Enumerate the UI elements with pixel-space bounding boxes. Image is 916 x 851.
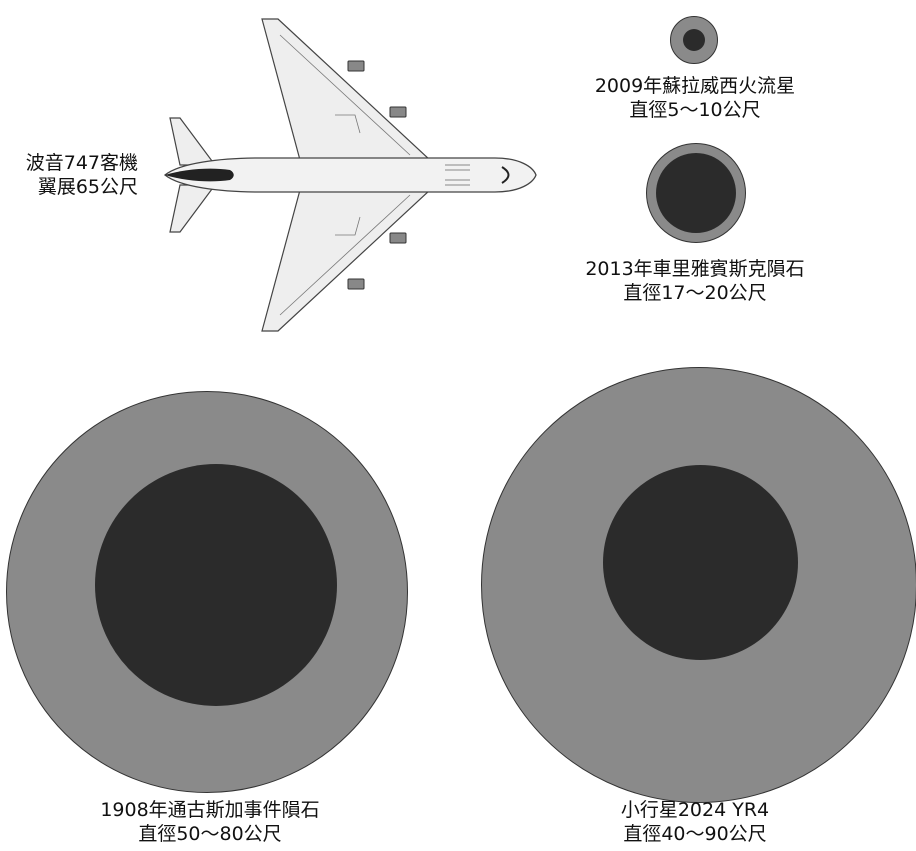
airplane-label-line1: 波音747客機: [25, 152, 138, 174]
sulawesi-meteor-label: 2009年蘇拉威西火流星 直徑5～10公尺: [555, 74, 835, 122]
sulawesi-meteor-size: 直徑5～10公尺: [629, 99, 761, 121]
airplane-label-line2: 翼展65公尺: [37, 176, 138, 198]
airplane-label: 波音747客機 翼展65公尺: [2, 151, 138, 199]
tunguska-meteor-name: 1908年通古斯加事件隕石: [100, 799, 320, 821]
sulawesi-meteor-core: [683, 29, 705, 51]
tunguska-meteor-circle: [6, 391, 408, 793]
tunguska-meteor-label: 1908年通古斯加事件隕石 直徑50～80公尺: [60, 798, 360, 846]
airplane-icon: [163, 18, 537, 332]
chelyabinsk-meteor-size: 直徑17～20公尺: [623, 282, 767, 304]
chelyabinsk-meteor-circle: [646, 143, 746, 243]
chelyabinsk-meteor-label: 2013年車里雅賓斯克隕石 直徑17～20公尺: [545, 257, 845, 305]
asteroid-yr4-core: [603, 465, 798, 660]
asteroid-yr4-circle: [481, 367, 916, 803]
tunguska-meteor-core: [95, 464, 337, 706]
asteroid-yr4-label: 小行星2024 YR4 直徑40～90公尺: [555, 798, 835, 846]
asteroid-yr4-size: 直徑40～90公尺: [623, 823, 767, 845]
asteroid-yr4-name: 小行星2024 YR4: [620, 799, 770, 821]
sulawesi-meteor-name: 2009年蘇拉威西火流星: [594, 75, 796, 97]
chelyabinsk-meteor-name: 2013年車里雅賓斯克隕石: [585, 258, 805, 280]
tunguska-meteor-size: 直徑50～80公尺: [138, 823, 282, 845]
sulawesi-meteor-circle: [670, 16, 718, 64]
chelyabinsk-meteor-core: [656, 153, 736, 233]
